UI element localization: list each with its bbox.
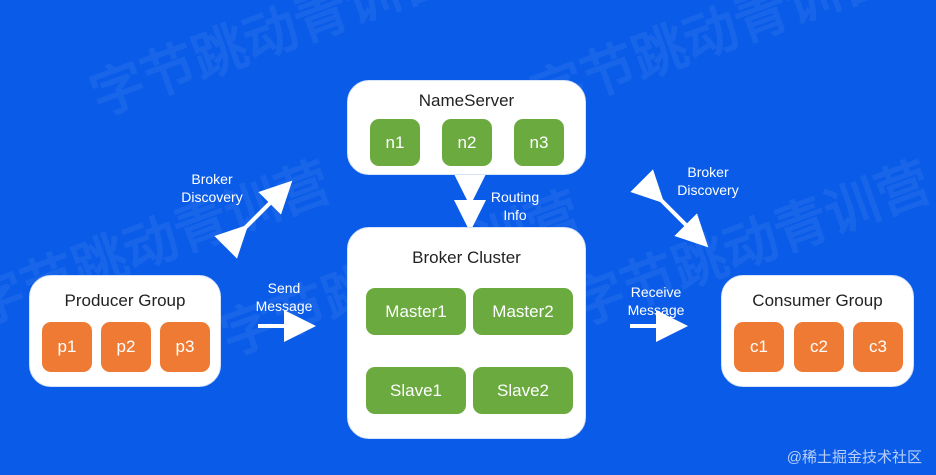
broker-discovery-right-label: Broker Discovery — [666, 163, 750, 199]
consumer-node-c2: c2 — [794, 322, 844, 372]
producer-group-title: Producer Group — [64, 291, 186, 310]
send-message-line1: Send — [267, 280, 301, 296]
broker-discovery-left-line1: Broker — [191, 171, 233, 187]
receive-message-line2: Message — [627, 302, 685, 318]
broker-cluster-title: Broker Cluster — [412, 248, 521, 267]
producer-node-p1: p1 — [42, 322, 92, 372]
broker-discovery-left-line2: Discovery — [181, 189, 243, 205]
broker-discovery-right-line1: Broker — [687, 164, 729, 180]
footer-credit: @稀土掘金技术社区 — [786, 449, 922, 466]
broker-master-2: Master2 — [473, 288, 573, 335]
routing-info-line1: Routing — [490, 189, 540, 205]
send-message-label: Send Message — [246, 279, 322, 315]
broker-slave-1: Slave1 — [366, 367, 466, 414]
receive-message-line1: Receive — [630, 284, 682, 300]
consumer-group-box: Consumer Group c1 c2 c3 — [721, 275, 914, 387]
routing-info-label: Routing Info — [482, 188, 548, 224]
consumer-node-c1: c1 — [734, 322, 784, 372]
broker-discovery-left-arrow — [214, 180, 293, 259]
broker-master-1: Master1 — [366, 288, 466, 335]
broker-discovery-left-label: Broker Discovery — [170, 170, 254, 206]
broker-cluster-box: Broker Cluster Master1 Master2 Slave1 Sl… — [347, 227, 586, 439]
nameserver-node-n3: n3 — [514, 119, 564, 166]
broker-slave-2: Slave2 — [473, 367, 573, 414]
producer-group-box: Producer Group p1 p2 p3 — [29, 275, 221, 387]
broker-discovery-right-line2: Discovery — [677, 182, 739, 198]
broker-discovery-right-arrow — [630, 169, 709, 248]
send-message-line2: Message — [255, 298, 313, 314]
consumer-group-title: Consumer Group — [752, 291, 883, 310]
routing-info-line2: Info — [503, 207, 527, 223]
consumer-node-c3: c3 — [853, 322, 903, 372]
nameserver-node-n1: n1 — [370, 119, 420, 166]
nameserver-title: NameServer — [418, 91, 515, 110]
nameserver-box: NameServer n1 n2 n3 — [347, 80, 586, 175]
receive-message-label: Receive Message — [616, 283, 696, 319]
nameserver-node-n2: n2 — [442, 119, 492, 166]
producer-node-p3: p3 — [160, 322, 210, 372]
producer-node-p2: p2 — [101, 322, 151, 372]
